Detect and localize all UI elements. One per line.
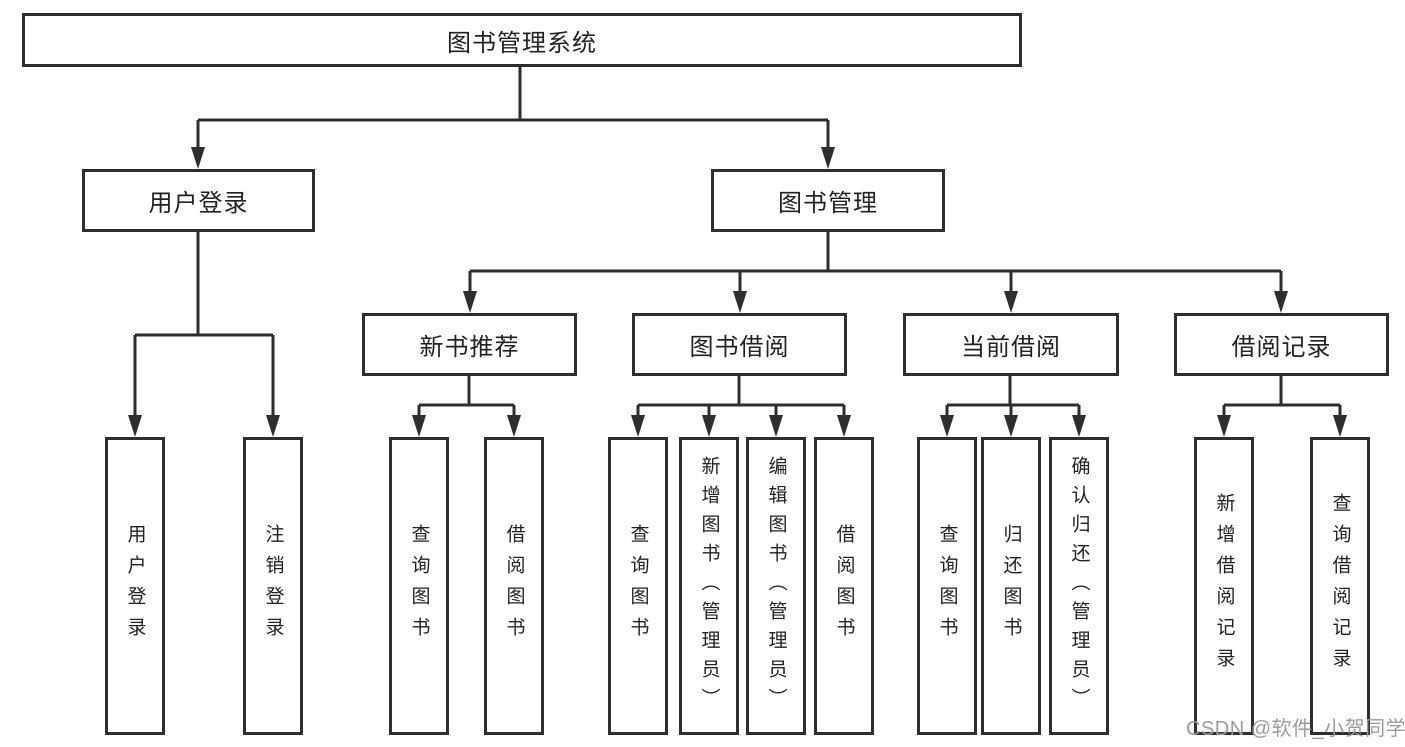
node-current-borrowing: 当前借阅 bbox=[903, 313, 1119, 376]
node-leaf-user-login: 用户登录 bbox=[105, 437, 165, 735]
node-leaf-borrow-books: 借阅图书 bbox=[814, 437, 874, 735]
node-book-management: 图书管理 bbox=[711, 169, 945, 232]
node-leaf-logout: 注销登录 bbox=[243, 437, 303, 735]
node-leaf-borrow-books-recommend: 借阅图书 bbox=[484, 437, 544, 735]
node-leaf-return-book: 归还图书 bbox=[981, 437, 1041, 735]
node-leaf-add-borrow-record: 新增借阅记录 bbox=[1194, 437, 1254, 735]
csdn-watermark: CSDN @软件_小贺同学 bbox=[1186, 718, 1405, 740]
node-library-system: 图书管理系统 bbox=[22, 13, 1022, 67]
node-leaf-edit-book-admin: 编辑图书（管理员） bbox=[746, 437, 806, 735]
node-leaf-add-book-admin: 新增图书（管理员） bbox=[679, 437, 739, 735]
node-leaf-query-borrow-record: 查询借阅记录 bbox=[1310, 437, 1370, 735]
node-leaf-query-books-current: 查询图书 bbox=[917, 437, 977, 735]
node-borrowing-records: 借阅记录 bbox=[1174, 313, 1389, 376]
arrowhead bbox=[128, 147, 1347, 437]
node-user-login: 用户登录 bbox=[82, 169, 315, 232]
node-book-borrowing: 图书借阅 bbox=[632, 313, 847, 376]
node-leaf-query-books-recommend: 查询图书 bbox=[389, 437, 449, 735]
node-leaf-confirm-return-admin: 确认归还（管理员） bbox=[1049, 437, 1109, 735]
node-leaf-query-books-borrowing: 查询图书 bbox=[608, 437, 668, 735]
node-new-book-recommend: 新书推荐 bbox=[362, 313, 577, 376]
